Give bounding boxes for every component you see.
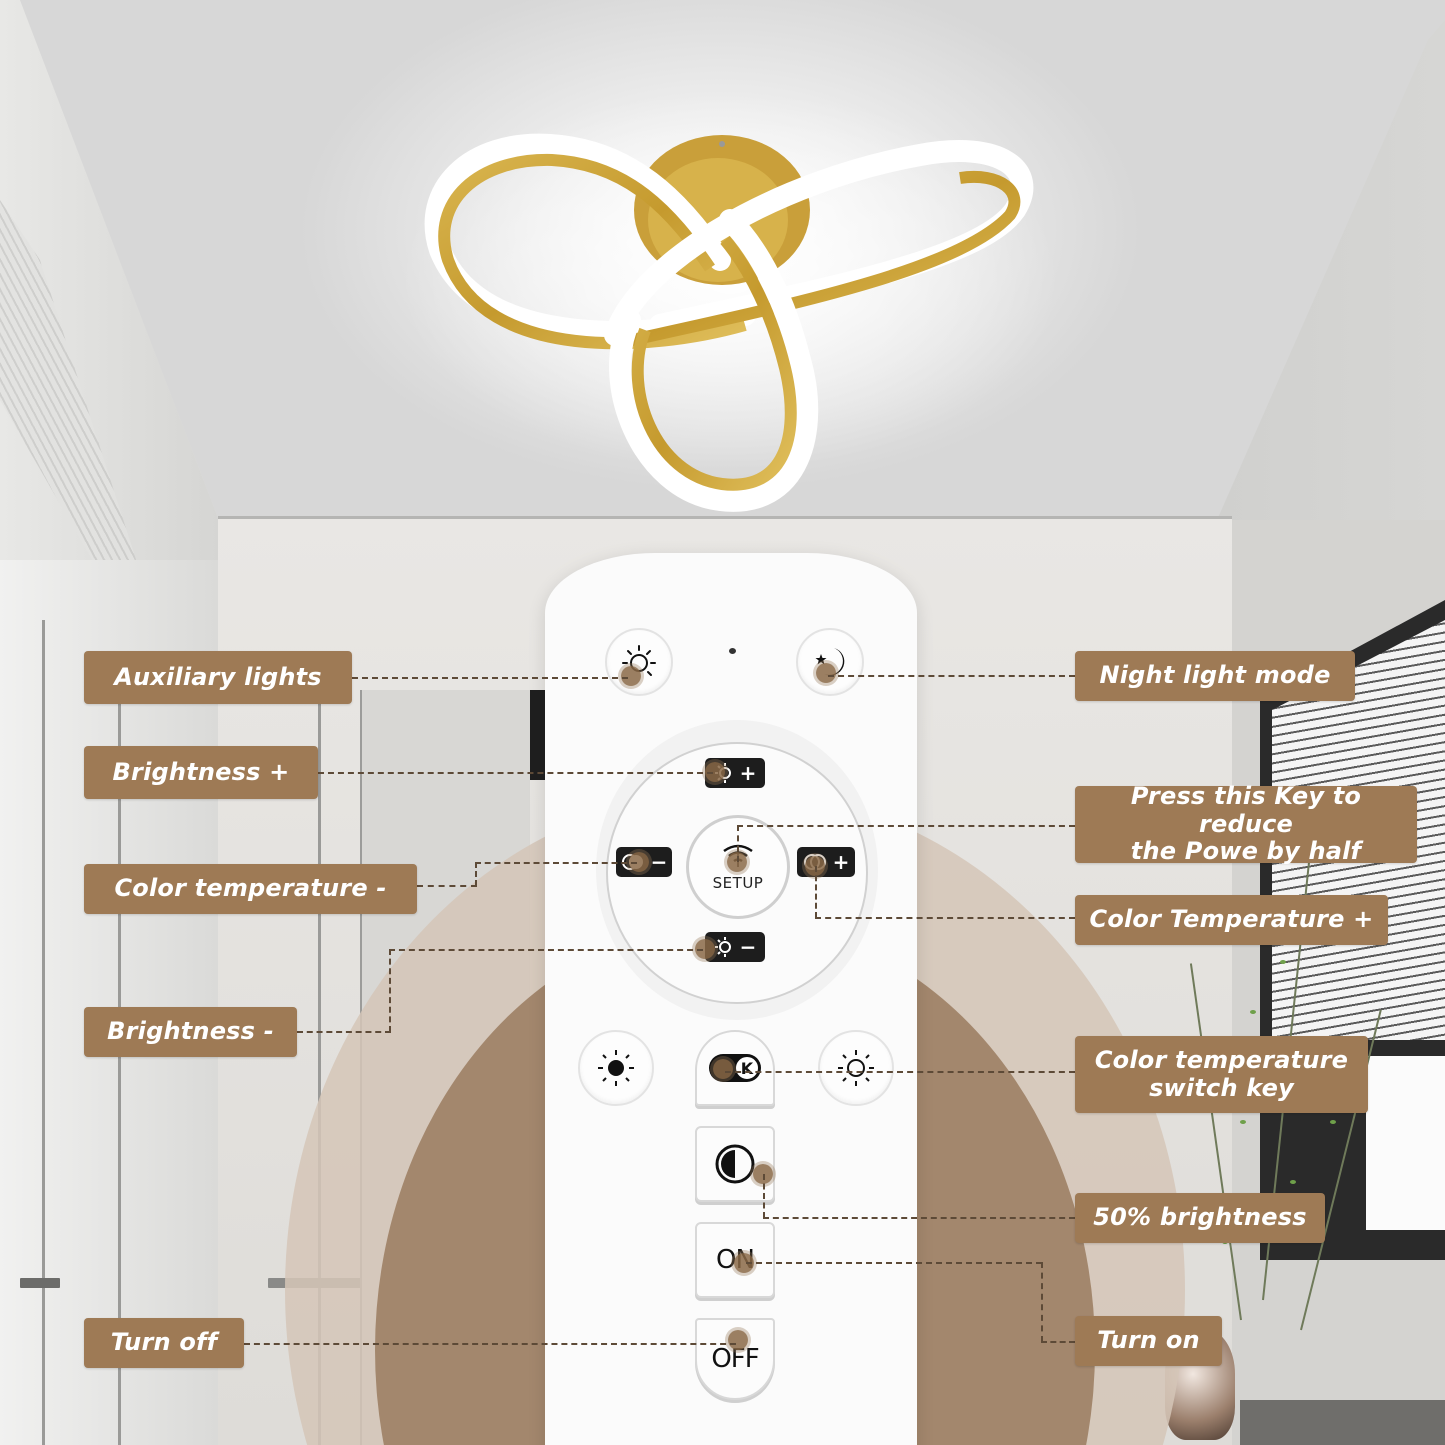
leader-line (389, 949, 703, 951)
sun-icon (714, 937, 731, 957)
setup-label: SETUP (712, 874, 764, 892)
callout-text: 50% brightness (1093, 1203, 1307, 1232)
indicator-led (729, 648, 736, 654)
leader-line (318, 772, 713, 774)
ceiling-lamp (400, 90, 1060, 520)
callout-color-temperature-plus: Color Temperature + (1075, 895, 1388, 945)
door-frame-line (42, 620, 45, 1445)
callout-text: Turn off (110, 1328, 218, 1357)
callout-color-temperature-switch: Color temperature switch key (1075, 1036, 1368, 1113)
marker-dot (816, 663, 836, 683)
callout-color-temperature-minus: Color temperature - (84, 864, 417, 914)
leader-line (297, 1031, 391, 1033)
leader-line (475, 862, 477, 886)
leader-line (828, 675, 1075, 677)
leader-line (417, 885, 477, 887)
leader-line (725, 1071, 1075, 1073)
callout-turn-off: Turn off (84, 1318, 244, 1368)
marker-dot (705, 762, 725, 782)
auxiliary-lights-button[interactable] (605, 628, 673, 696)
marker-dot (713, 1059, 733, 1079)
knot-lamp-icon (400, 90, 1060, 512)
leader-line (737, 825, 739, 862)
callout-text: Brightness - (107, 1017, 274, 1046)
leader-line (737, 825, 1075, 827)
leaf (1280, 960, 1286, 964)
callout-night-light-mode: Night light mode (1075, 651, 1355, 701)
marker-dot (728, 1330, 748, 1350)
callout-turn-on: Turn on (1075, 1316, 1222, 1366)
leader-line (475, 862, 637, 864)
marker-dot (727, 852, 747, 872)
warm-light-button[interactable] (578, 1030, 654, 1106)
callout-text: Night light mode (1099, 661, 1331, 690)
sun-filled-icon (598, 1050, 634, 1086)
night-light-button[interactable] (796, 628, 864, 696)
leader-line (815, 917, 1075, 919)
leader-line (763, 1217, 1075, 1219)
marker-dot (695, 939, 715, 959)
callout-text: Brightness + (112, 757, 290, 786)
leader-line (352, 677, 628, 679)
door-frame-line (118, 690, 121, 1445)
cornice-line (218, 516, 1232, 519)
leader-line (244, 1343, 736, 1345)
callout-text: Auxiliary lights (114, 662, 322, 691)
callout-text: Color temperature - (114, 874, 387, 903)
callout-reduce-power: Press this Key to reduce the Powe by hal… (1075, 782, 1417, 866)
leaf (1290, 1180, 1296, 1184)
leader-line (389, 949, 391, 1032)
plus-glyph: + (739, 761, 757, 785)
leader-line (1041, 1262, 1043, 1342)
callout-text: Color Temperature + (1089, 905, 1374, 934)
cool-light-button[interactable] (818, 1030, 894, 1106)
door-frame-line (318, 690, 321, 1445)
leader-line (1041, 1341, 1075, 1343)
marker-dot (629, 852, 649, 872)
leaf (1330, 1120, 1336, 1124)
callout-brightness-plus: Brightness + (84, 746, 318, 799)
plus-glyph: + (832, 850, 850, 874)
window-glass (1360, 1050, 1445, 1230)
color-temperature-switch-button[interactable]: K (695, 1030, 775, 1106)
marker-dot (734, 1253, 754, 1273)
door-handle (20, 1278, 60, 1288)
leaf (1240, 1120, 1246, 1124)
minus-glyph: − (739, 935, 757, 959)
callout-brightness-minus: Brightness - (84, 1007, 297, 1057)
callout-text-line1: Press this Key to reduce (1130, 782, 1362, 838)
leader-line (746, 1262, 1042, 1264)
leader-line (815, 866, 817, 918)
minus-glyph: − (650, 850, 668, 874)
half-circle-icon (715, 1144, 755, 1184)
callout-text-line2: switch key (1149, 1073, 1294, 1102)
callout-text: Turn on (1097, 1326, 1200, 1355)
sun-outline-icon (838, 1050, 874, 1086)
callout-text-line2: the Powe by half (1130, 837, 1362, 866)
moon-star-icon (815, 648, 845, 676)
leaf (1250, 1010, 1256, 1014)
leader-line (763, 1174, 765, 1218)
callout-fifty-brightness: 50% brightness (1075, 1193, 1325, 1243)
callout-auxiliary-lights: Auxiliary lights (84, 651, 352, 704)
brightness-minus-button[interactable]: − (705, 932, 765, 962)
callout-text-line1: Color temperature (1094, 1045, 1349, 1074)
marker-dot (621, 666, 641, 686)
counter (1240, 1400, 1445, 1445)
k-glyph: K (741, 1059, 754, 1078)
left-wall (0, 560, 218, 1445)
